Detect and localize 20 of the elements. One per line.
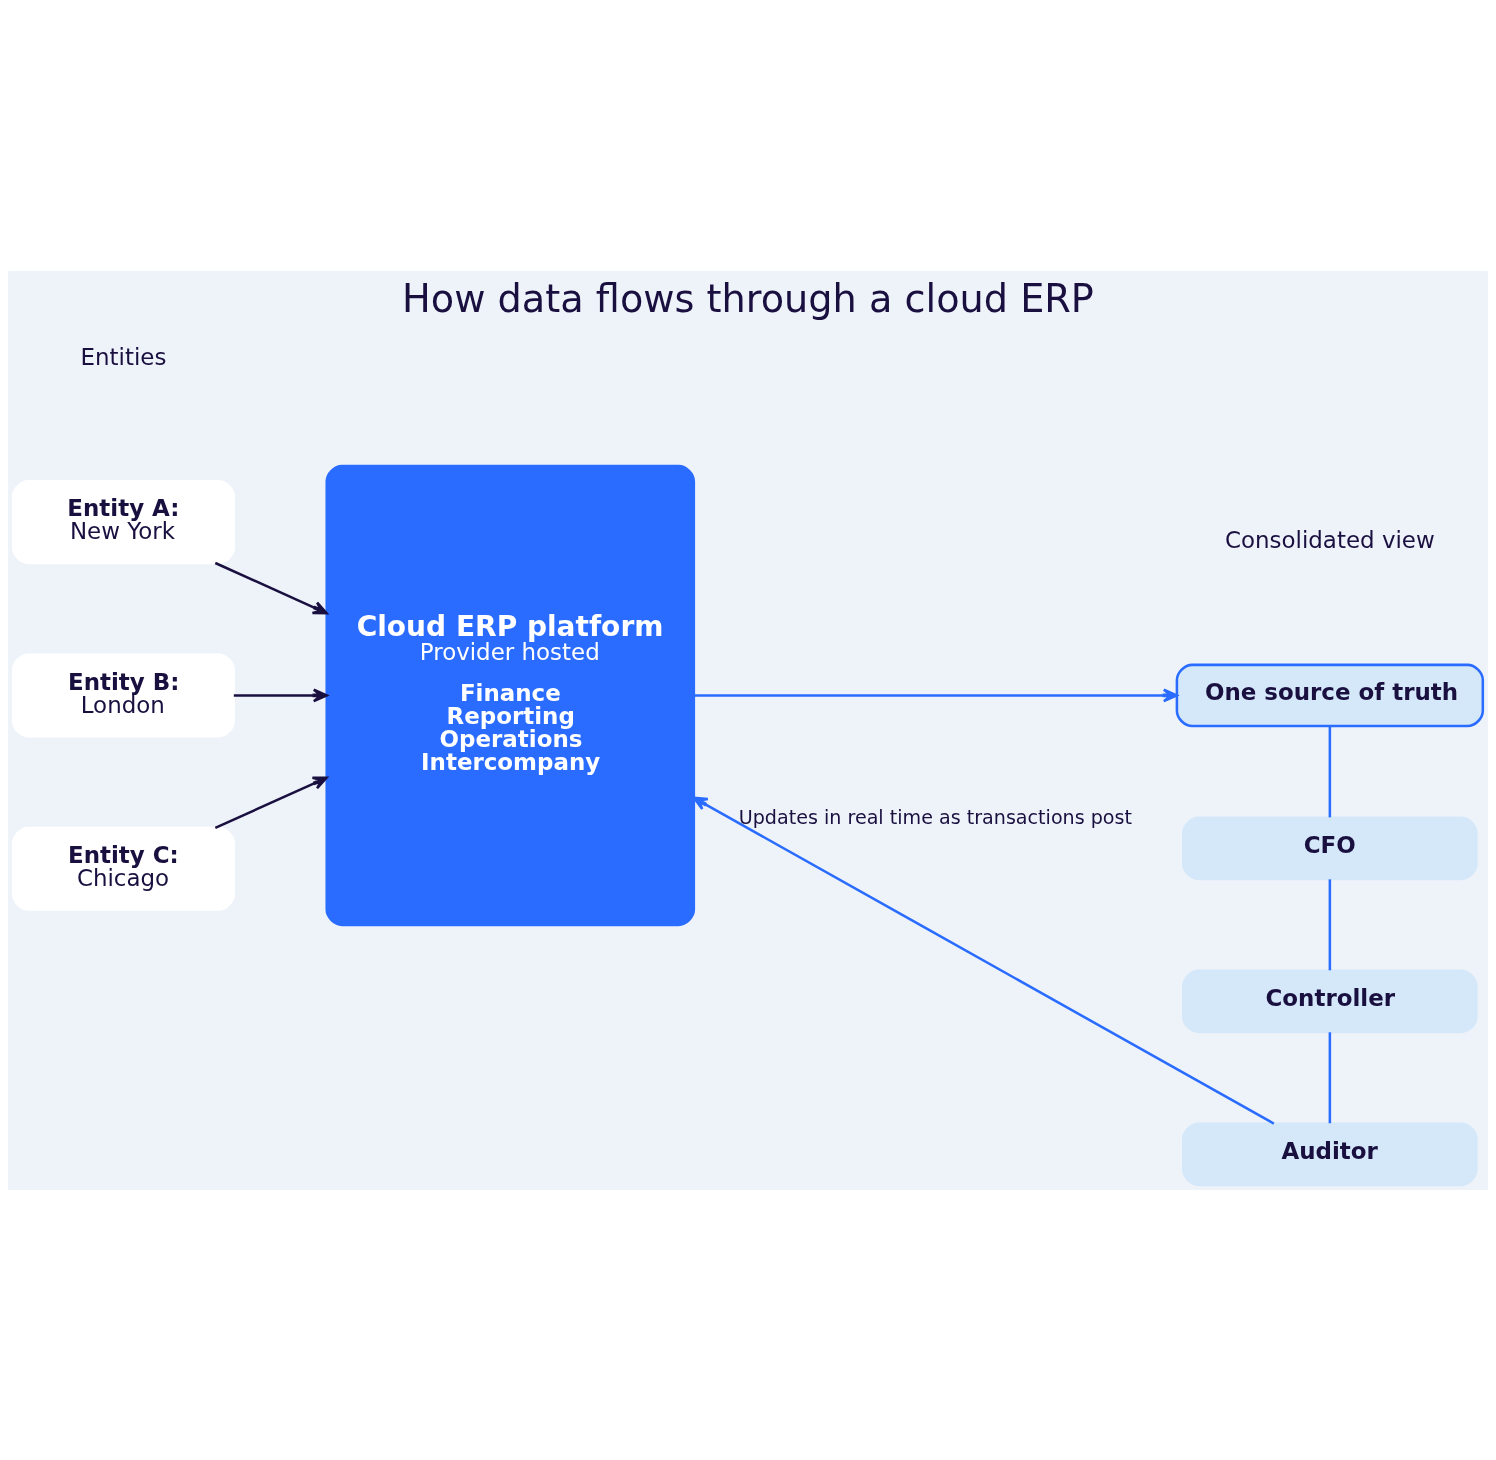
arrow [692, 796, 1275, 1125]
arrow [233, 687, 328, 702]
diagram-title: How data flows through a cloud ERP [402, 276, 1094, 321]
label: Entities [80, 343, 167, 370]
node-box: CFO [1182, 816, 1478, 880]
connector [1328, 1031, 1332, 1123]
arrow [214, 561, 328, 614]
node-box: One source of truth [1175, 663, 1485, 727]
node-box: Controller [1182, 969, 1478, 1033]
connector [1328, 725, 1332, 817]
node-box: Entity C: Chicago [11, 826, 235, 911]
arrow [214, 776, 328, 829]
node-box: Entity A: New York [11, 479, 235, 564]
node-box: Cloud ERP platform Provider hosted Finance Reporting Operations Intercompany [325, 464, 696, 926]
node-box: Auditor [1182, 1121, 1478, 1186]
label: Consolidated view [1225, 526, 1435, 553]
connector [1328, 878, 1332, 970]
arrow [693, 687, 1178, 702]
node-box: Entity B: London [11, 652, 235, 737]
edge-label: Updates in real time as transactions post [738, 805, 1132, 829]
